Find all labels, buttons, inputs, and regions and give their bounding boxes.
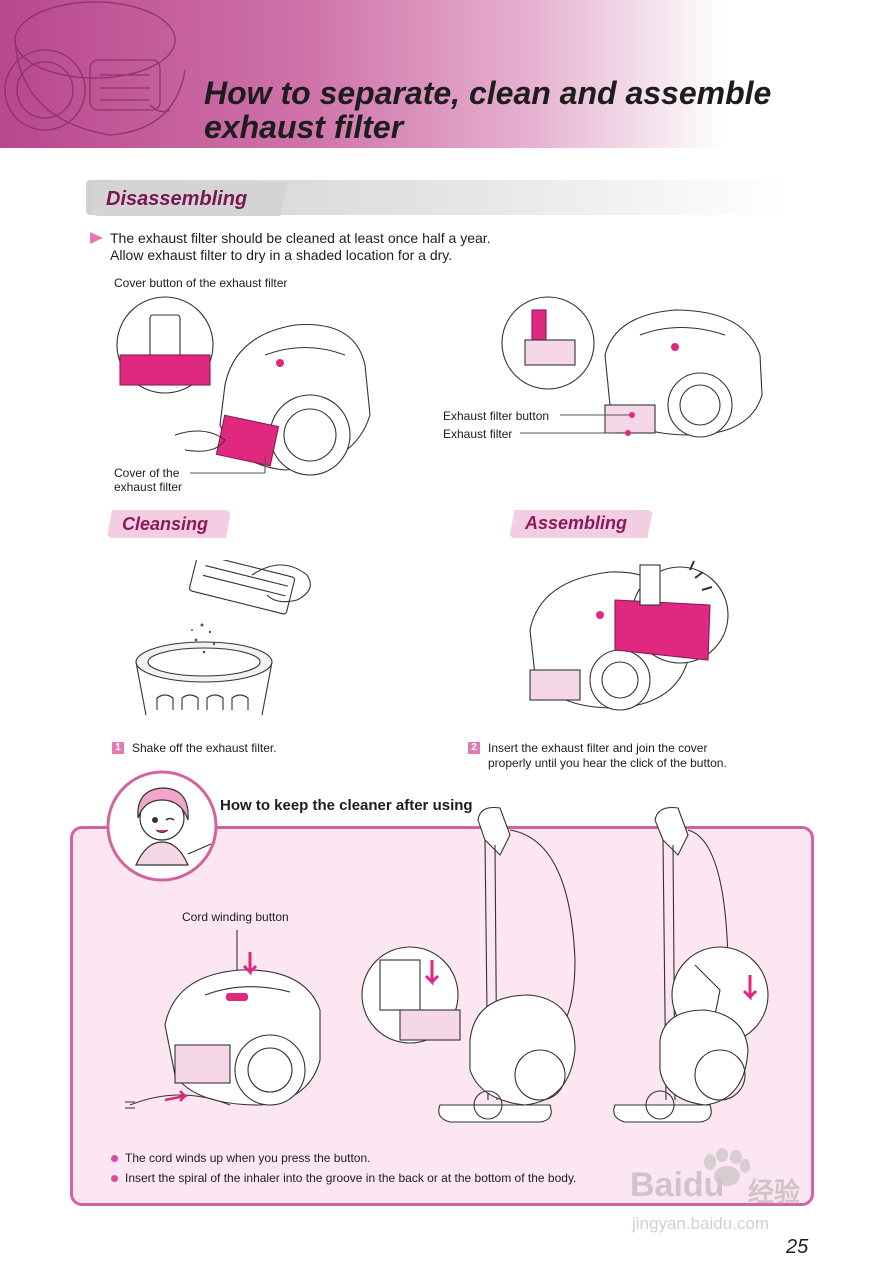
paw-icon [704,1148,750,1186]
cord-winding-illustration [125,930,321,1109]
watermark-cn: 经验 [748,1177,801,1207]
mascot-icon [106,770,218,882]
tip-item: The cord winds up when you press the but… [125,1151,371,1165]
watermark-brand: Baidu [630,1166,725,1204]
upright-storage-illustration-1 [361,806,576,1123]
header-banner [0,0,883,148]
triangle-bullet-icon [90,232,103,244]
tip-item: Insert the spiral of the inhaler into th… [125,1171,577,1185]
cleansing-step-text: Shake off the exhaust filter. [132,741,277,755]
label-filter-button: Exhaust filter button [443,409,550,423]
assembling-heading: Assembling [525,513,628,533]
watermark: Baidu 经验 jingyan.baidu.com [630,1148,830,1248]
disassembling-intro: The exhaust filter should be cleaned at … [110,230,491,263]
label-cover-button: Cover button of the exhaust filter [114,276,288,290]
cleansing-pill [107,510,231,538]
assembling-step-text: Insert the exhaust filter and join the c… [488,741,727,770]
assembling-pill [509,510,653,538]
page-title: How to separate, clean and assemble exha… [204,75,772,145]
disassembling-heading: Disassembling [106,188,248,210]
step-number-1: 1 [112,742,124,754]
label-filter: Exhaust filter [443,427,513,441]
cleansing-heading: Cleansing [122,514,209,534]
vacuum-illustration-icon [4,1,186,136]
shake-filter-illustration [135,560,311,716]
label-cord-winding: Cord winding button [182,910,289,924]
section-tab [92,182,288,216]
tip-bullet [111,1175,118,1182]
upright-storage-illustration-2 [613,806,769,1123]
assemble-filter-illustration [529,560,729,711]
label-cover: Cover of the exhaust filter [114,466,183,494]
watermark-url: jingyan.baidu.com [632,1214,770,1233]
tip-bullet [111,1155,118,1162]
keep-heading: How to keep the cleaner after using [220,797,473,814]
page-number: 25 [786,1236,809,1258]
remove-filter-illustration [501,296,763,438]
step-number-2: 2 [468,742,480,754]
remove-cover-illustration [116,296,371,476]
